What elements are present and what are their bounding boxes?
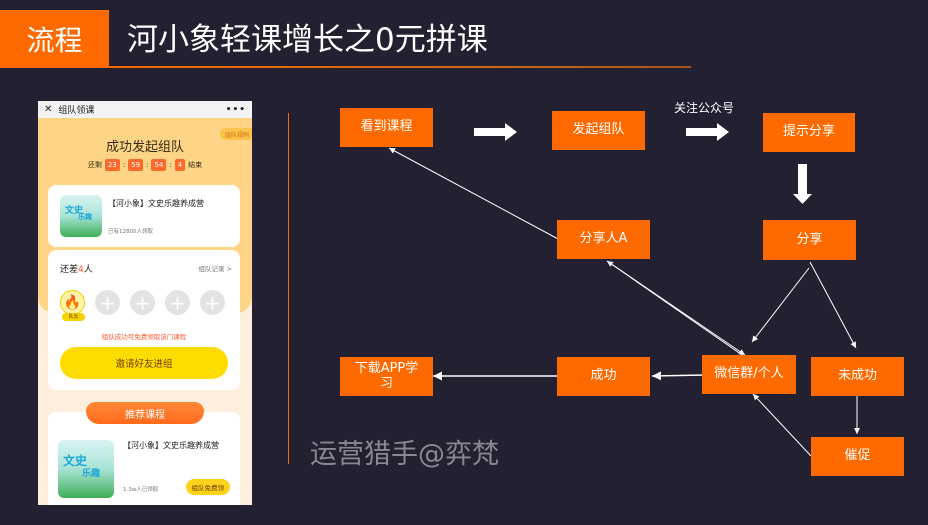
edge-label-follow-account: 关注公众号 (674, 101, 735, 115)
leader-tag: 队长 (62, 313, 85, 321)
team-card: 还差4人 组队记录 > 🔥 队长 + + + + 组队成功可免费领取该门课程 邀… (48, 250, 240, 390)
recommend-course-name: 【河小象】文史乐趣养成营 (123, 441, 219, 450)
course-thumbnail: 文史 乐趣 (60, 195, 102, 237)
node-wechat: 微信群/个人 (702, 355, 796, 394)
course-card[interactable]: 文史 乐趣 【河小象】文史乐趣养成营 已有12805人领取 (48, 185, 240, 247)
hero-title: 成功发起组队 (105, 140, 184, 155)
thumb-subtitle: 乐趣 (82, 469, 101, 479)
countdown-suffix: 结束 (188, 161, 203, 169)
empty-slot[interactable]: + (200, 290, 225, 315)
empty-slot[interactable]: + (165, 290, 190, 315)
edge-wechat-to-sharerA-return (606, 260, 746, 356)
countdown-hours: 23 (104, 159, 120, 171)
recommend-tab: 推荐课程 (86, 402, 204, 424)
phone-nav-bar: ✕ 组队领课 ••• (38, 101, 252, 118)
invite-friends-button[interactable]: 邀请好友进组 (60, 347, 228, 379)
vertical-divider (288, 113, 289, 464)
need-suffix: 人 (83, 265, 93, 275)
flame-icon: 🔥 (63, 294, 82, 311)
node-share: 分享 (763, 220, 856, 260)
block-arrow-down (793, 164, 812, 204)
edge-share-to-fail (809, 261, 857, 349)
team-rules-badge[interactable]: 组队规则 (219, 128, 252, 140)
node-urge: 催促 (811, 437, 904, 476)
more-icon[interactable]: ••• (225, 104, 246, 115)
phone-nav-title: 组队领课 (58, 106, 95, 116)
countdown-seconds: 54 (151, 159, 167, 171)
thumb-title: 文史 (63, 454, 88, 468)
thumb-subtitle: 乐趣 (78, 213, 92, 221)
block-arrow-right-1 (474, 123, 517, 141)
node-see-course: 看到课程 (340, 108, 433, 147)
empty-slot[interactable]: + (130, 290, 155, 315)
course-claimed: 已有12805人领取 (108, 229, 153, 235)
team-hint: 组队成功可免费领取该门课程 (101, 333, 187, 341)
team-claim-button[interactable]: 组队免费领 (185, 479, 230, 495)
need-prefix: 还差 (60, 265, 79, 275)
recommend-thumbnail: 文史 乐趣 (58, 440, 114, 498)
edge-wechat-to-success (651, 371, 706, 381)
node-download-app: 下载APP学习 (340, 357, 433, 396)
empty-slot[interactable]: + (95, 290, 120, 315)
thumb-title: 文史 (65, 206, 84, 216)
section-tag: 流程 (0, 10, 109, 68)
need-count: 4 (78, 265, 84, 275)
page-title: 河小象轻课增长之0元拼课 (127, 22, 488, 58)
close-icon[interactable]: ✕ (44, 104, 53, 115)
members-needed: 还差4人 (60, 262, 93, 275)
recommend-claimed: 1.3w人已领取 (123, 487, 159, 493)
countdown-prefix: 还剩 (87, 161, 102, 169)
node-success: 成功 (557, 357, 650, 396)
recommend-card[interactable]: 文史 乐趣 【河小象】文史乐趣养成营 1.3w人已领取 组队免费领 (48, 412, 240, 505)
node-start-team: 发起组队 (552, 111, 645, 150)
countdown-tenths: 4 (174, 159, 186, 171)
title-underline (109, 66, 691, 68)
edge-sharerA-to-see (388, 147, 561, 241)
phone-screenshot: ✕ 组队领课 ••• 组队规则 成功发起组队 还剩 23: 59: 54: 4 … (38, 101, 252, 505)
edge-urge-to-wechat (752, 393, 812, 457)
block-arrow-right-2 (686, 123, 729, 141)
watermark: 运营猎手@弈梵 (310, 439, 499, 470)
edge-share-to-wechat (751, 267, 810, 343)
countdown-minutes: 59 (128, 159, 144, 171)
node-sharer-a: 分享人A (557, 220, 650, 259)
node-fail: 未成功 (811, 357, 904, 396)
leader-avatar: 🔥 队长 (60, 290, 85, 321)
node-prompt-share: 提示分享 (763, 113, 855, 152)
countdown: 还剩 23: 59: 54: 4 结束 (87, 159, 203, 171)
team-record-link[interactable]: 组队记录 > (198, 265, 232, 273)
course-name: 【河小象】文史乐趣养成营 (108, 199, 204, 208)
